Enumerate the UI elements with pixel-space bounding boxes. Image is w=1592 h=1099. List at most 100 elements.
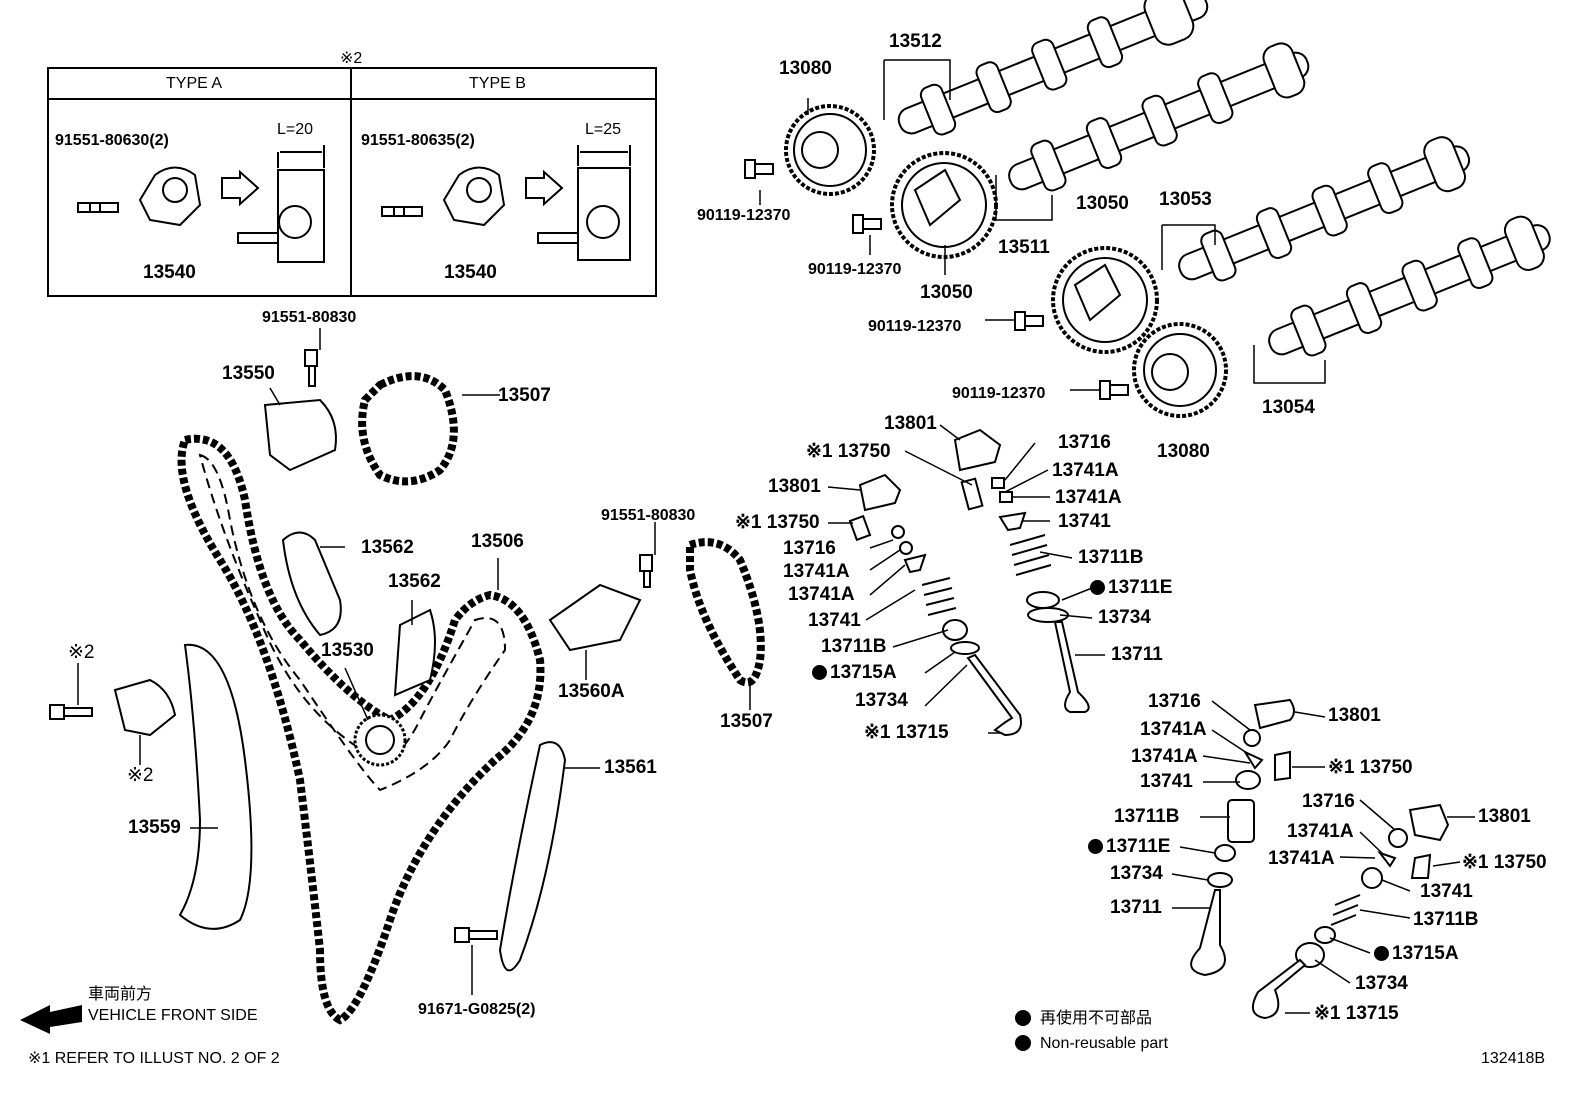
callout-13080-bottom: 13080 [1157, 441, 1210, 462]
type-a-length-label: L=20 [277, 121, 314, 138]
callout-13750-c: ※1 13750 [1328, 757, 1413, 778]
nonreusable-dot-icon [1015, 1010, 1031, 1026]
callout-13801-c: 13801 [1328, 705, 1381, 726]
nonreusable-dot-icon [812, 665, 827, 680]
callout-13741-a: 13741 [1058, 511, 1111, 532]
callout-13750-a: ※1 13750 [806, 441, 891, 462]
type-a-part-label: 13540 [143, 262, 196, 283]
callout-91551-80830-b: 91551-80830 [601, 507, 696, 524]
callout-13561: 13561 [604, 757, 657, 778]
callout-13716-d: 13716 [1302, 791, 1355, 812]
callout-13741a-c: 13741A [783, 561, 850, 582]
callout-13711e-b-text: 13711E [1106, 836, 1171, 857]
callout-90119-12370-a: 90119-12370 [697, 207, 791, 224]
callout-13711b-d: 13711B [1413, 909, 1479, 930]
callout-13711b-a: 13711B [1078, 547, 1144, 568]
callout-13711e-b: 13711E [1088, 837, 1170, 857]
callout-13711b-c: 13711B [1114, 806, 1180, 827]
callout-note2-a: ※2 [68, 642, 95, 663]
camshaft-graphics [897, 0, 1551, 357]
callout-13741-b: 13741 [808, 610, 861, 631]
nonreusable-en: Non-reusable part [1040, 1035, 1169, 1052]
callout-13741a-f: 13741A [1131, 746, 1198, 767]
callout-13715a-a: 13715A [812, 663, 897, 683]
callout-13741a-g: 13741A [1287, 821, 1354, 842]
tensioner-arm-icon-b [381, 145, 631, 261]
inset-box [47, 67, 657, 297]
direction-en: VEHICLE FRONT SIDE [88, 1007, 258, 1024]
callout-90119-12370-c: 90119-12370 [868, 318, 962, 335]
callout-13550: 13550 [222, 363, 275, 384]
callout-13053: 13053 [1159, 189, 1212, 210]
nonreusable-dot-icon [1090, 580, 1105, 595]
callout-13711-b: 13711 [1110, 897, 1162, 918]
nonreusable-dot-icon [1374, 946, 1389, 961]
vehicle-front-arrow-icon [20, 1005, 82, 1034]
figure-number: 132418B [1481, 1050, 1546, 1067]
callout-13506: 13506 [471, 531, 524, 552]
callout-13050-a: 13050 [920, 282, 973, 303]
callout-13562-a: 13562 [361, 537, 414, 558]
callout-13741a-d: 13741A [788, 584, 855, 605]
callout-13734-c: 13734 [1110, 863, 1163, 884]
callout-13507-b: 13507 [720, 711, 773, 732]
callout-note2-b: ※2 [127, 765, 154, 786]
callout-90119-12370-d: 90119-12370 [952, 385, 1046, 402]
tensioner-arm-icon-a [77, 145, 325, 263]
type-b-part-label: 13540 [444, 262, 497, 283]
callout-13801-a: 13801 [884, 413, 937, 434]
callout-13734-b: 13734 [855, 690, 908, 711]
type-a-bolt-label: 91551-80630(2) [55, 132, 169, 149]
callout-13711-a: 13711 [1111, 644, 1163, 665]
callout-13716-b: 13716 [783, 538, 836, 559]
callout-13560a: 13560A [558, 681, 625, 702]
callout-13711b-b: 13711B [821, 636, 887, 657]
callout-13711e-a: 13711E [1090, 578, 1172, 598]
direction-jp: 車両前方 [88, 986, 153, 1003]
callout-13741-c: 13741 [1140, 771, 1193, 792]
callout-13741a-a: 13741A [1052, 460, 1119, 481]
nonreusable-dot-icon [1088, 839, 1103, 854]
type-b-bolt-label: 91551-80635(2) [361, 132, 475, 149]
callout-13741-d: 13741 [1420, 881, 1473, 902]
callout-13715a-b: 13715A [1374, 944, 1459, 964]
illustration-note: ※1 REFER TO ILLUST NO. 2 OF 2 [28, 1050, 280, 1067]
bolt-graphics [49, 159, 1129, 943]
valve-train-graphics [848, 428, 1450, 1020]
callout-90119-12370-b: 90119-12370 [808, 261, 902, 278]
callout-13512: 13512 [889, 31, 942, 52]
callout-13715-a: ※1 13715 [864, 722, 949, 743]
callout-13715-b: ※1 13715 [1314, 1003, 1399, 1024]
callout-13750-d: ※1 13750 [1462, 852, 1547, 873]
callout-13741a-h: 13741A [1268, 848, 1335, 869]
timing-chain-graphics [177, 372, 765, 1025]
callout-13715a-a-text: 13715A [830, 662, 897, 683]
callout-13507-a: 13507 [498, 385, 551, 406]
callout-13711e-a-text: 13711E [1108, 577, 1173, 598]
timing-chain-inner [198, 453, 507, 792]
callout-13750-b: ※1 13750 [735, 512, 820, 533]
callout-13715a-b-text: 13715A [1392, 943, 1459, 964]
callout-13559: 13559 [128, 817, 181, 838]
type-b-title: TYPE B [469, 75, 526, 92]
chain-guide-graphics [113, 398, 642, 972]
type-a-title: TYPE A [166, 75, 223, 92]
callout-13050-b: 13050 [1076, 193, 1129, 214]
callout-13511: 13511 [998, 237, 1050, 258]
callout-13716-c: 13716 [1148, 691, 1201, 712]
callout-13054: 13054 [1262, 397, 1315, 418]
callout-13716-a: 13716 [1058, 432, 1111, 453]
inset-mark: ※2 [340, 50, 363, 67]
callout-13080-top: 13080 [779, 58, 832, 79]
callout-91671-g0825: 91671-G0825(2) [418, 1001, 536, 1018]
nonreusable-dot-icon-2 [1015, 1035, 1031, 1051]
leader-lines [77, 59, 1475, 1014]
nonreusable-jp: 再使用不可部品 [1040, 1010, 1153, 1027]
type-b-length-label: L=25 [585, 121, 622, 138]
callout-13741a-b: 13741A [1055, 487, 1122, 508]
callout-13562-b: 13562 [388, 571, 441, 592]
vvt-gear-graphics [784, 104, 1228, 418]
callout-13801-d: 13801 [1478, 806, 1531, 827]
callout-91551-80830-a: 91551-80830 [262, 309, 357, 326]
